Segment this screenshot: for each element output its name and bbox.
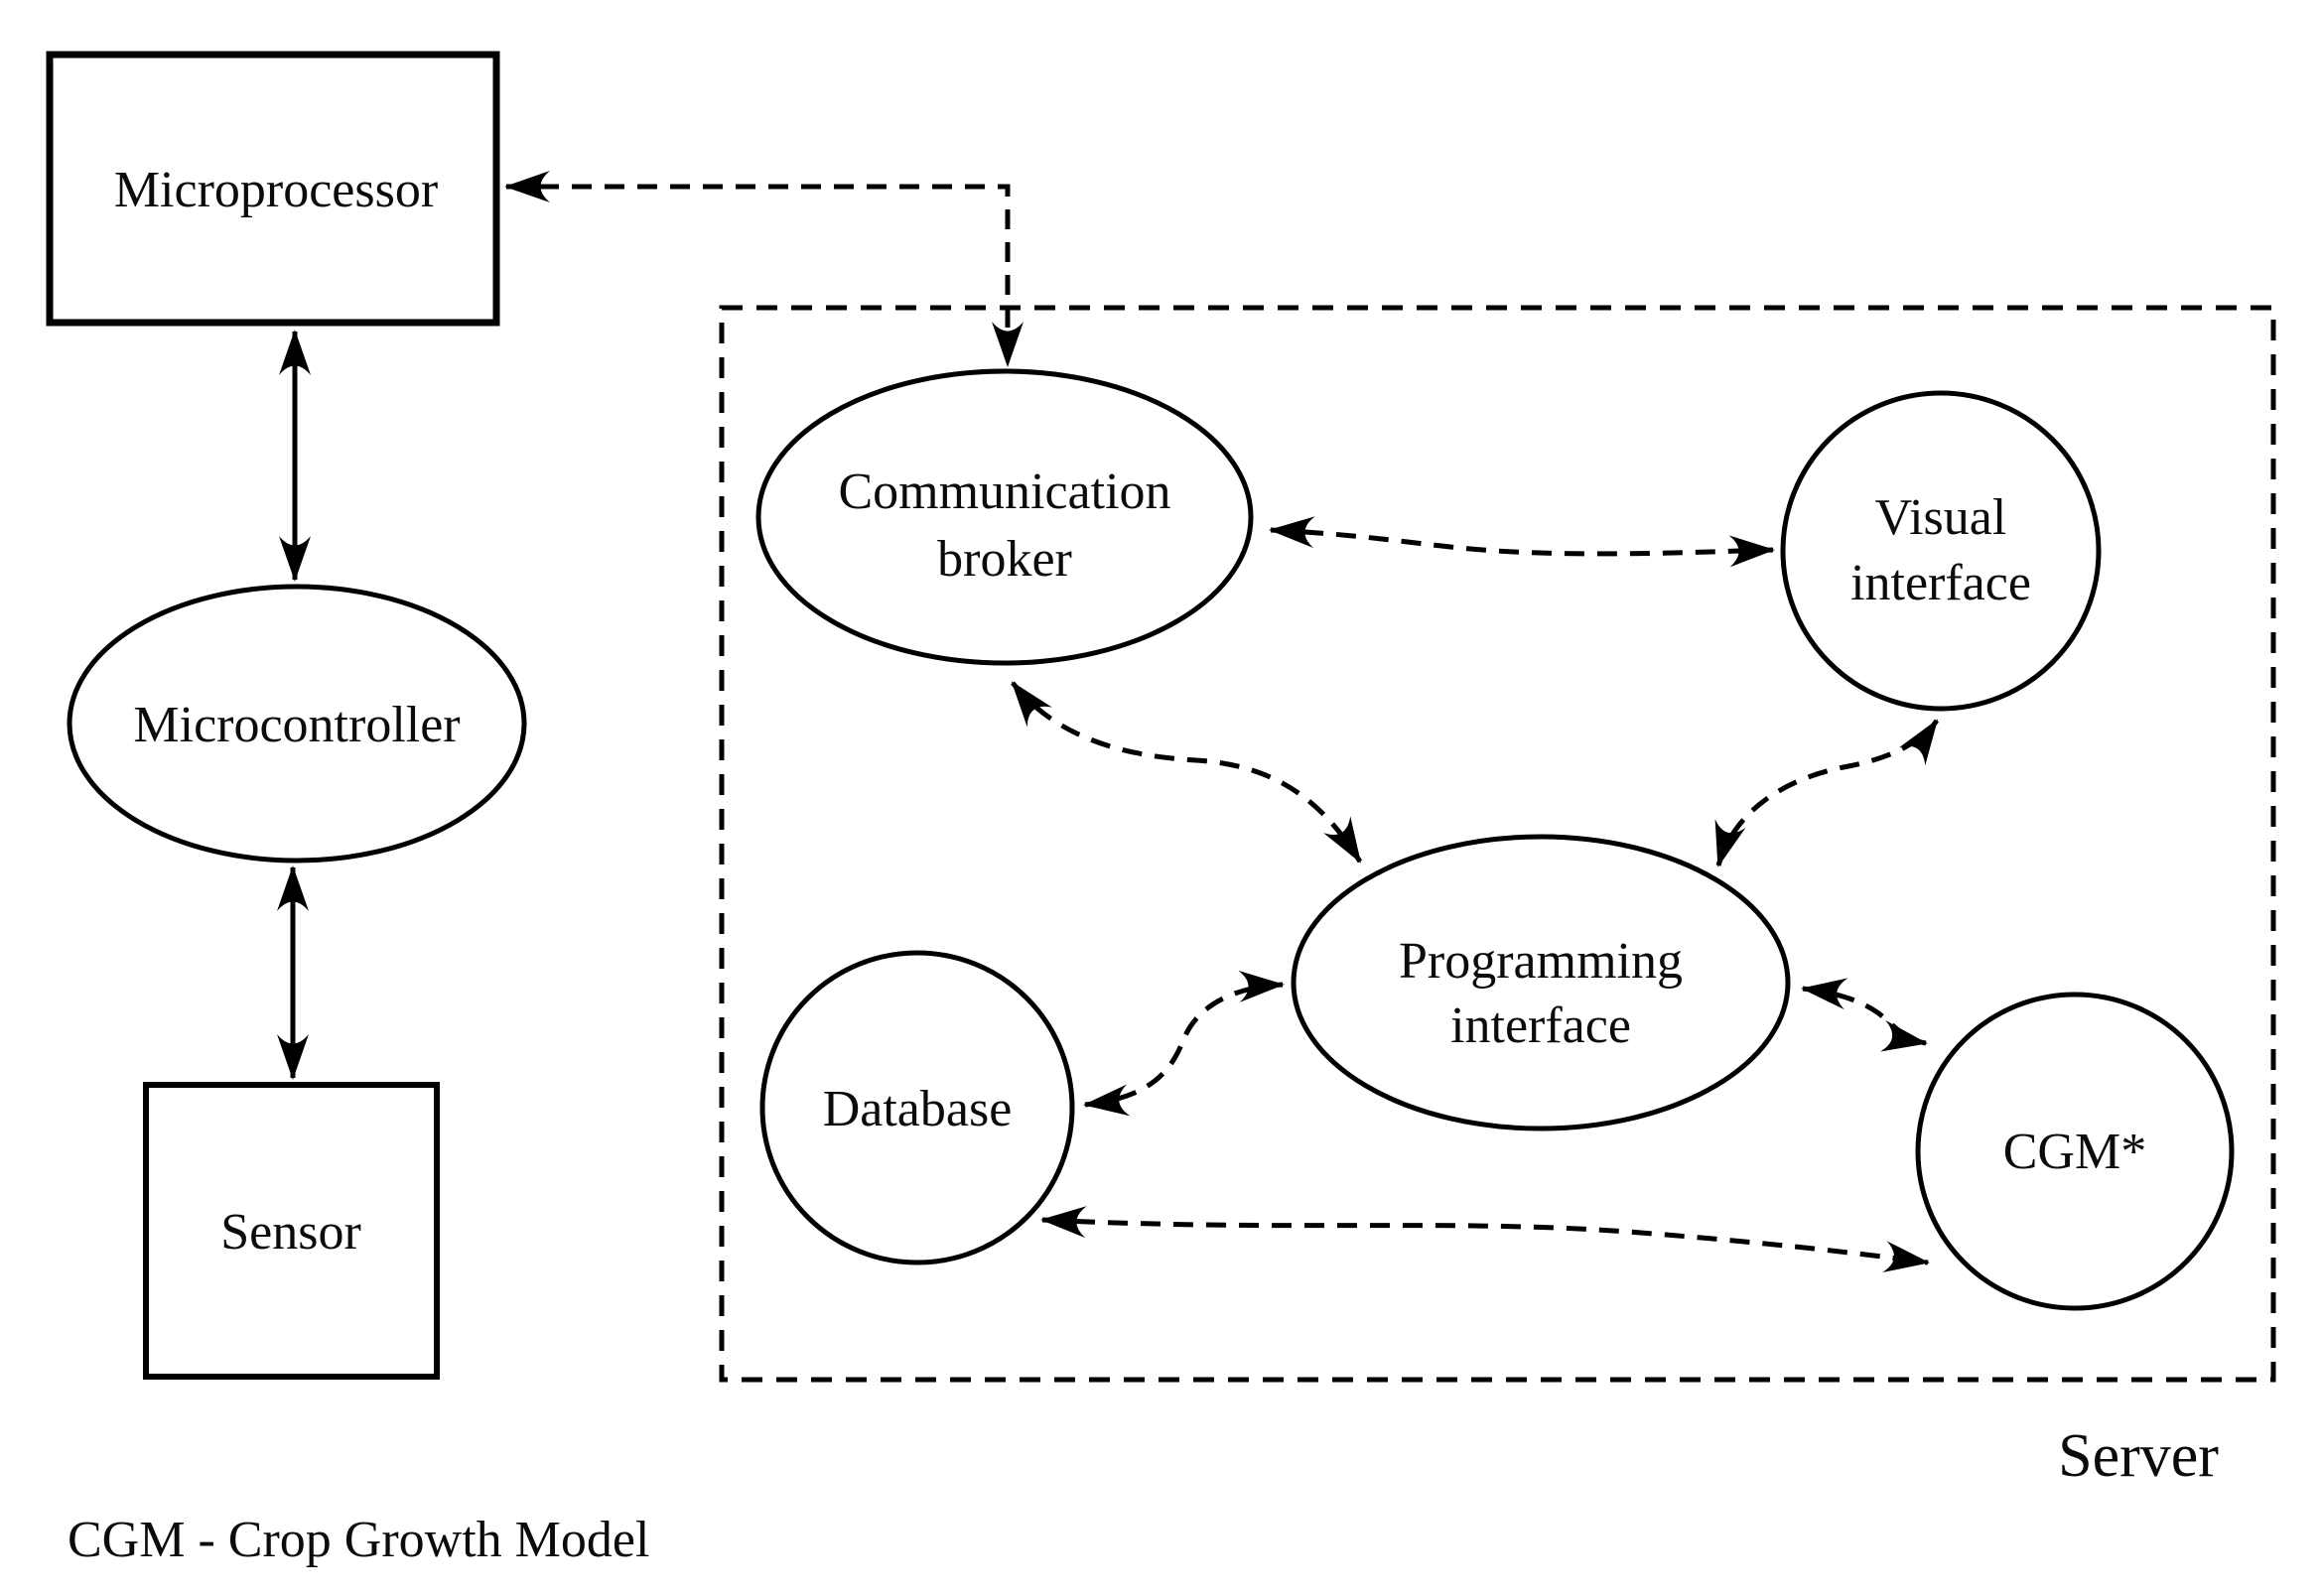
edge-programming-interface-visual-interface	[1714, 719, 1940, 867]
programming-interface-label-line1: Programming	[1399, 933, 1683, 990]
programming-interface-node	[1291, 834, 1791, 1131]
microprocessor-node	[46, 51, 500, 327]
communication-broker-label-line2: broker	[937, 531, 1072, 588]
edge-communication-broker-visual-interface	[1269, 516, 1775, 568]
footnote: CGM - Crop Growth Model	[68, 1512, 649, 1568]
microprocessor-label: Microprocessor	[114, 162, 438, 218]
communication-broker-node	[755, 368, 1254, 666]
programming-interface-label-line2: interface	[1450, 998, 1631, 1054]
microcontroller-node	[67, 584, 527, 864]
sensor-label: Sensor	[220, 1204, 361, 1261]
edge-microprocessor-communication-broker	[504, 171, 1024, 367]
server-group-border	[719, 305, 2276, 1383]
database-label: Database	[823, 1081, 1013, 1137]
visual-interface-label-line1: Visual	[1875, 489, 2007, 546]
edge-database-cgm	[1040, 1206, 1930, 1273]
visual-interface-node	[1780, 390, 2102, 712]
server-group-label: Server	[2058, 1422, 2219, 1490]
visual-interface-label-line2: interface	[1850, 555, 2031, 611]
cgm-label: CGM*	[2003, 1124, 2146, 1180]
edge-database-programming-interface	[1083, 970, 1285, 1117]
edge-communication-broker-programming-interface	[1011, 681, 1363, 864]
cgm-node	[1915, 992, 2235, 1311]
edge-programming-interface-cgm	[1801, 978, 1928, 1052]
microcontroller-label: Microcontroller	[133, 697, 460, 753]
database-node	[759, 950, 1075, 1265]
sensor-node	[143, 1082, 440, 1380]
communication-broker-label-line1: Communication	[838, 464, 1170, 520]
